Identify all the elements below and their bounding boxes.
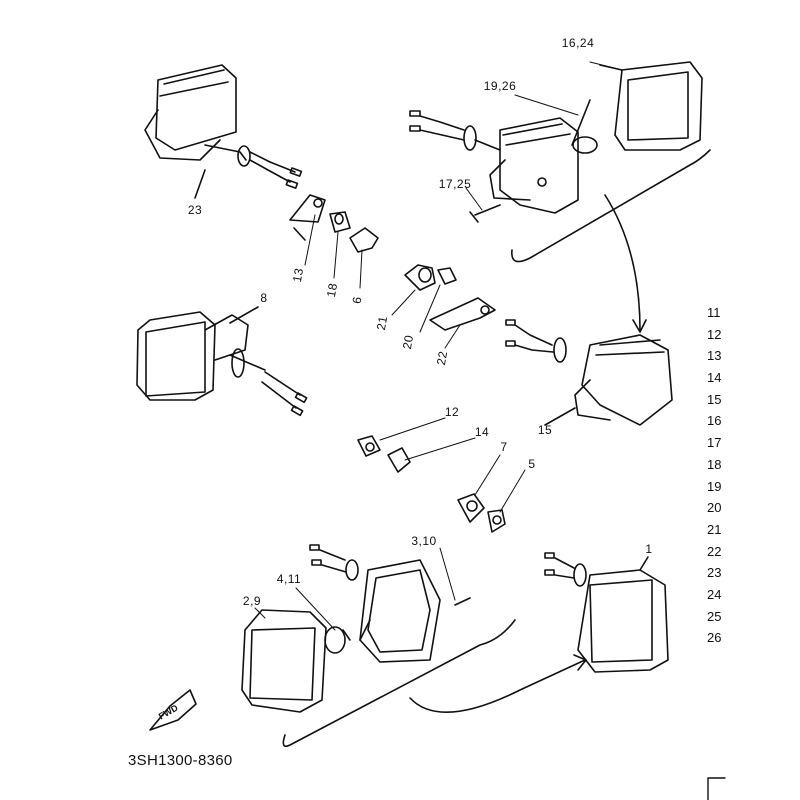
index-item: 11 xyxy=(707,305,721,320)
turn-signal-lamp-lower-right xyxy=(409,552,669,713)
callout-16-24: 16,24 xyxy=(561,36,595,50)
leader-lines xyxy=(254,61,623,631)
callout-1: 1 xyxy=(645,542,653,556)
index-item: 21 xyxy=(707,521,722,537)
callout-4-11: 4,11 xyxy=(276,572,302,586)
index-item: 17 xyxy=(707,435,722,451)
parts-index-column: 11 12 13 14 15 16 17 18 19 20 21 22 23 2… xyxy=(700,305,725,652)
index-item: 26 xyxy=(707,630,722,646)
small-parts xyxy=(149,194,506,731)
index-item: 25 xyxy=(707,608,722,624)
index-item: 18 xyxy=(707,456,722,472)
callout-12: 12 xyxy=(444,405,460,419)
index-item: 14 xyxy=(707,370,722,386)
callout-2-9: 2,9 xyxy=(242,594,262,608)
callout-15: 15 xyxy=(537,423,553,437)
index-item: 15 xyxy=(707,391,722,407)
index-item: 24 xyxy=(707,586,722,602)
index-item: 12 xyxy=(707,326,722,342)
callout-7: 7 xyxy=(500,440,508,454)
callout-21: 21 xyxy=(373,314,391,332)
turn-signal-lamp-rear-left xyxy=(144,64,303,199)
turn-signal-lamp-front-left xyxy=(136,306,308,417)
callout-3-10: 3,10 xyxy=(411,534,437,548)
index-item: 13 xyxy=(707,348,722,364)
callout-22: 22 xyxy=(433,349,451,367)
callout-18: 18 xyxy=(323,281,341,299)
turn-signal-lamp-lower-left xyxy=(241,544,516,748)
index-item: 22 xyxy=(707,543,722,559)
turn-signal-lamp-rear-right xyxy=(409,61,711,333)
corner-mark xyxy=(707,777,726,800)
callout-5: 5 xyxy=(528,457,536,471)
index-item: 23 xyxy=(707,565,722,581)
callout-14: 14 xyxy=(474,425,490,439)
callout-23: 23 xyxy=(187,203,203,217)
callout-8: 8 xyxy=(260,291,268,305)
index-item: 19 xyxy=(707,478,722,494)
turn-signal-lamp-front-right xyxy=(505,319,673,426)
callout-19-26: 19,26 xyxy=(483,79,517,93)
callout-17-25: 17,25 xyxy=(438,177,472,191)
index-item: 20 xyxy=(707,500,722,516)
index-item: 16 xyxy=(707,413,722,429)
callout-20: 20 xyxy=(399,333,417,351)
diagram-code: 3SH1300-8360 xyxy=(128,752,233,769)
callout-13: 13 xyxy=(289,266,307,284)
